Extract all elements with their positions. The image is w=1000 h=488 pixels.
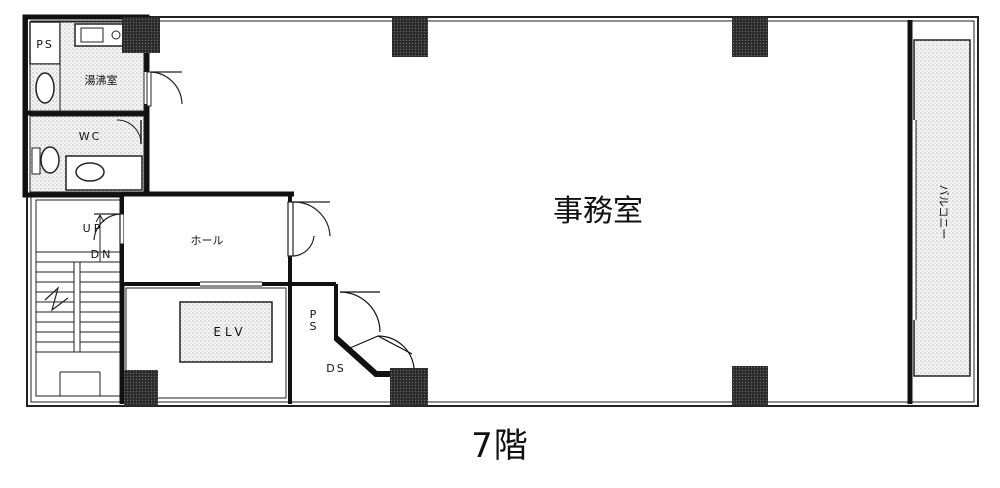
label-elevator: ELV (213, 325, 246, 339)
toilet (29, 115, 145, 193)
hall (122, 191, 336, 287)
label-toilet: WC (79, 130, 102, 143)
label-pipe-space-top: PS (36, 38, 54, 51)
staircase (35, 199, 121, 397)
label-balcony: バルコニー (937, 185, 950, 240)
label-stairs-down: DN (91, 248, 114, 261)
duct-shaft (288, 284, 415, 404)
columns (122, 17, 768, 406)
kitchen-door (144, 71, 183, 107)
elevator-shaft (125, 287, 287, 399)
label-kitchenette: 湯沸室 (85, 73, 118, 87)
label-duct-space: DS (326, 362, 345, 375)
label-hall: ホール (191, 234, 224, 247)
label-stairs-up: UP (83, 222, 104, 235)
hall-door (287, 201, 331, 257)
building-outline (26, 16, 979, 407)
balcony (907, 20, 971, 404)
floor-caption: 7階 (471, 426, 529, 466)
label-office: 事務室 (553, 194, 643, 229)
